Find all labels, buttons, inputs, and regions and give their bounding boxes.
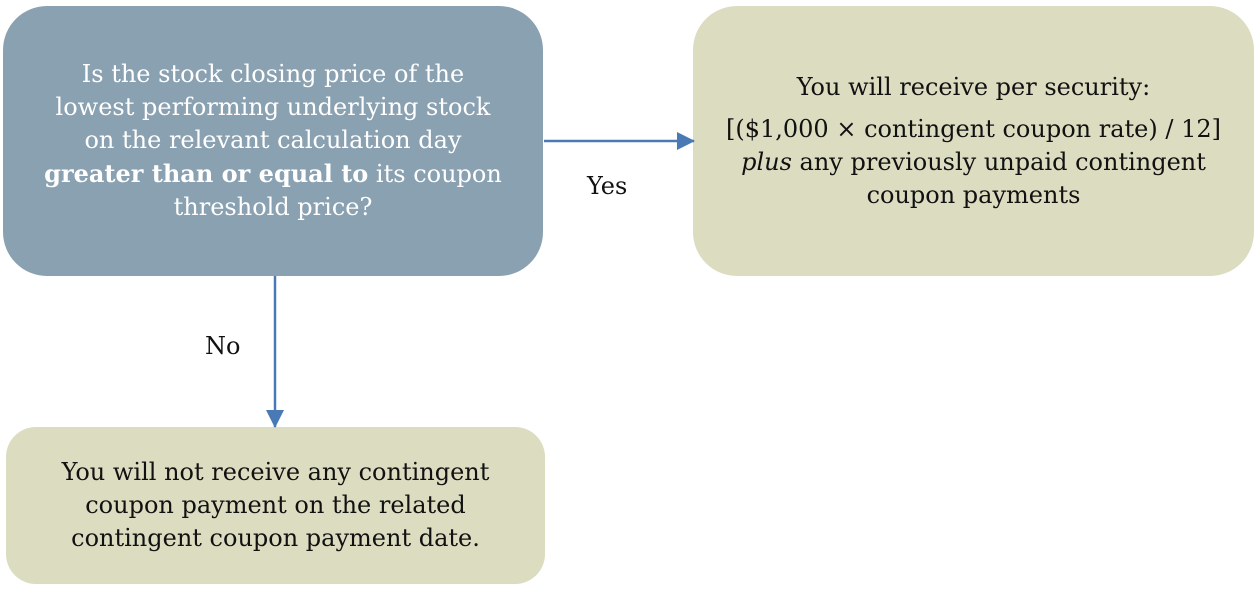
yes-outcome-heading: You will receive per security: xyxy=(796,72,1151,101)
yes-label: Yes xyxy=(587,172,628,200)
no-outcome-text: You will not receive any contingent coup… xyxy=(61,458,490,552)
no-label: No xyxy=(205,332,241,360)
yes-outcome-text: You will receive per security: [($1,000 … xyxy=(723,71,1224,212)
question-text: Is the stock closing price of the lowest… xyxy=(41,58,505,224)
yes-outcome-formula: [($1,000 × contingent coupon rate) / 12] xyxy=(726,114,1221,143)
yes-outcome-rest: any previously unpaid contingent coupon … xyxy=(791,147,1206,209)
yes-outcome-plus: plus xyxy=(741,147,792,176)
yes-outcome-box: You will receive per security: [($1,000 … xyxy=(693,6,1254,276)
question-text-end: its coupon threshold price? xyxy=(173,160,502,221)
question-box: Is the stock closing price of the lowest… xyxy=(3,6,543,276)
no-outcome-box: You will not receive any contingent coup… xyxy=(6,427,545,584)
question-text-start: Is the stock closing price of the lowest… xyxy=(55,60,491,154)
question-text-emphasis: greater than or equal to xyxy=(44,159,369,188)
